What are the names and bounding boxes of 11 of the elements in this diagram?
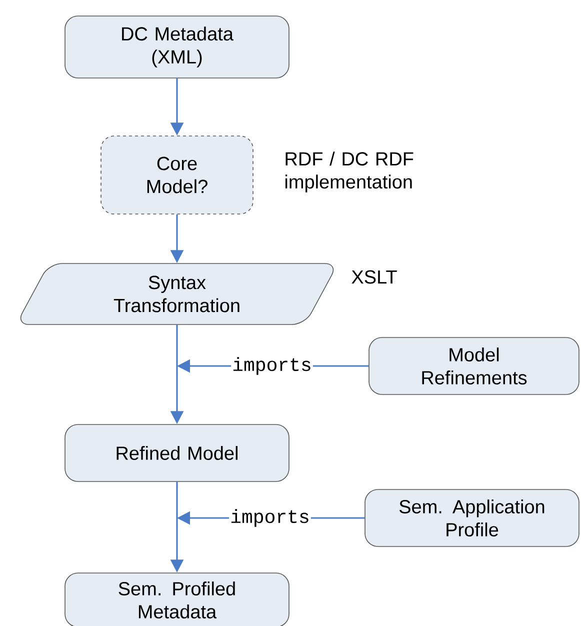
process-box: Refined Model — [64, 424, 290, 482]
edge-label: imports — [229, 508, 311, 528]
process-box: DC Metadata (XML) — [64, 16, 290, 78]
edge-label: imports — [231, 356, 313, 376]
optional-box: Core Model? — [100, 136, 254, 214]
annotation: XSLT — [352, 270, 397, 284]
data-parallelogram: Syntax Transformation — [20, 263, 334, 325]
annotation: RDF / DC RDF implementation — [285, 152, 414, 192]
process-box: Sem. Application Profile — [364, 489, 580, 547]
process-box: Sem. Profiled Metadata — [64, 572, 290, 626]
process-box: Model Refinements — [368, 337, 580, 395]
